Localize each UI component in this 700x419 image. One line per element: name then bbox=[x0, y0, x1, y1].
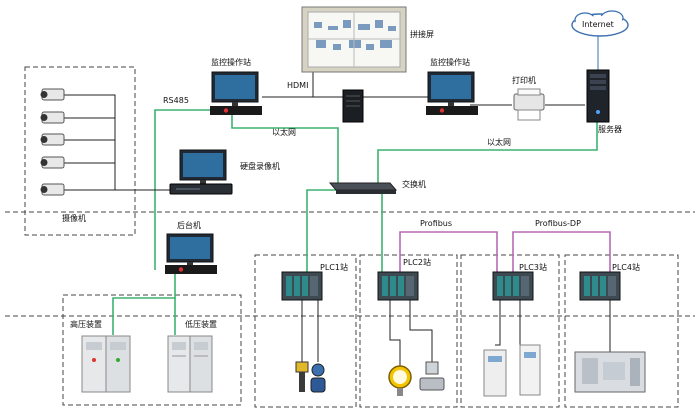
cameras bbox=[40, 88, 65, 196]
printer-body bbox=[513, 93, 545, 111]
plc2-label: PLC2站 bbox=[403, 258, 431, 267]
plc2-sensor-cable-b bbox=[409, 300, 433, 362]
plc4-rack bbox=[579, 271, 621, 301]
internet-label: Internet bbox=[582, 20, 614, 29]
workstation-right bbox=[426, 71, 478, 115]
nvr-recorder bbox=[169, 183, 233, 195]
ethernet-lines bbox=[112, 109, 598, 335]
level-sensor-icon bbox=[295, 361, 309, 392]
profibus-line bbox=[399, 231, 498, 272]
plc3-group-box bbox=[460, 254, 560, 408]
plc3-rack bbox=[492, 271, 534, 301]
rs485-line bbox=[154, 109, 212, 270]
tower-server-middle bbox=[342, 89, 364, 123]
plc4-label: PLC4站 bbox=[612, 263, 640, 272]
printer-label: 打印机 bbox=[512, 76, 536, 85]
switchgear-group-box bbox=[62, 294, 242, 406]
printer-paper bbox=[517, 109, 541, 121]
camera-group-box bbox=[24, 66, 136, 236]
camera-icon bbox=[40, 133, 65, 146]
camera-icon bbox=[40, 183, 65, 196]
plc3-cable-a bbox=[495, 300, 501, 346]
camera-cable-1 bbox=[63, 94, 170, 191]
splice-screen-label: 拼接屏 bbox=[410, 30, 434, 39]
camera-icon bbox=[40, 156, 65, 169]
workstation-left-screen bbox=[215, 75, 255, 99]
plc1-label: PLC1站 bbox=[320, 263, 348, 272]
workstation-right-label: 监控操作站 bbox=[430, 58, 470, 67]
camera-icon bbox=[40, 88, 65, 101]
workstation-left bbox=[210, 71, 262, 115]
ethernet-left-line bbox=[231, 112, 339, 183]
plc3-label: PLC3站 bbox=[519, 263, 547, 272]
control-cabinet-icon bbox=[483, 344, 541, 397]
rack-server bbox=[586, 69, 610, 123]
lv-device-label: 低压装置 bbox=[185, 320, 217, 329]
switch-label: 交换机 bbox=[402, 180, 426, 189]
plc3-cable-b bbox=[519, 300, 530, 346]
rs485-label: RS485 bbox=[163, 96, 189, 105]
plc2-sensor-cable-a bbox=[389, 300, 401, 368]
hv-link bbox=[112, 272, 176, 335]
nvr bbox=[169, 149, 233, 195]
plc1-rack bbox=[281, 271, 323, 301]
plc2-rack bbox=[377, 271, 419, 301]
plc1-link bbox=[306, 189, 345, 272]
profibus-lines bbox=[399, 231, 611, 272]
backend-label: 后台机 bbox=[177, 221, 201, 230]
hv-device-label: 高压装置 bbox=[70, 320, 102, 329]
lv-switchgear bbox=[167, 335, 213, 393]
industrial-machine-icon bbox=[574, 351, 646, 393]
profibus-dp-line bbox=[512, 231, 611, 272]
workstation-right-screen bbox=[431, 75, 471, 99]
internet-cloud bbox=[571, 10, 629, 70]
printer bbox=[513, 88, 545, 121]
switch bbox=[328, 182, 398, 194]
ethernet-right-line bbox=[377, 122, 598, 183]
workstation-right-base bbox=[426, 106, 478, 115]
hdmi-label: HDMI bbox=[287, 81, 309, 90]
splice-screen bbox=[301, 6, 407, 73]
profibus-label: Profibus bbox=[420, 219, 453, 228]
switch-body bbox=[328, 182, 398, 191]
camera-icon bbox=[40, 111, 65, 124]
ethernet-right-label: 以太网 bbox=[487, 138, 511, 147]
workstation-left-base bbox=[210, 106, 262, 115]
dashed-boxes bbox=[5, 66, 695, 408]
hv-switchgear bbox=[81, 335, 131, 393]
profibus-dp-label: Profibus-DP bbox=[535, 219, 581, 228]
valve-icon bbox=[419, 361, 445, 391]
plc4-group-box bbox=[564, 254, 679, 408]
flow-meter-icon bbox=[310, 363, 326, 393]
server-label: 服务器 bbox=[598, 125, 622, 134]
ethernet-left-label: 以太网 bbox=[272, 128, 296, 137]
pressure-gauge-icon bbox=[388, 365, 412, 396]
backend-base bbox=[165, 265, 217, 274]
camera-label: 摄像机 bbox=[62, 214, 86, 223]
plc1-group-box bbox=[254, 254, 357, 408]
backend-machine bbox=[165, 233, 217, 274]
splice-screen-content bbox=[314, 20, 396, 50]
plc2-group-box bbox=[359, 254, 458, 408]
nvr-label: 硬盘录像机 bbox=[240, 162, 280, 171]
workstation-left-label: 监控操作站 bbox=[211, 58, 251, 67]
